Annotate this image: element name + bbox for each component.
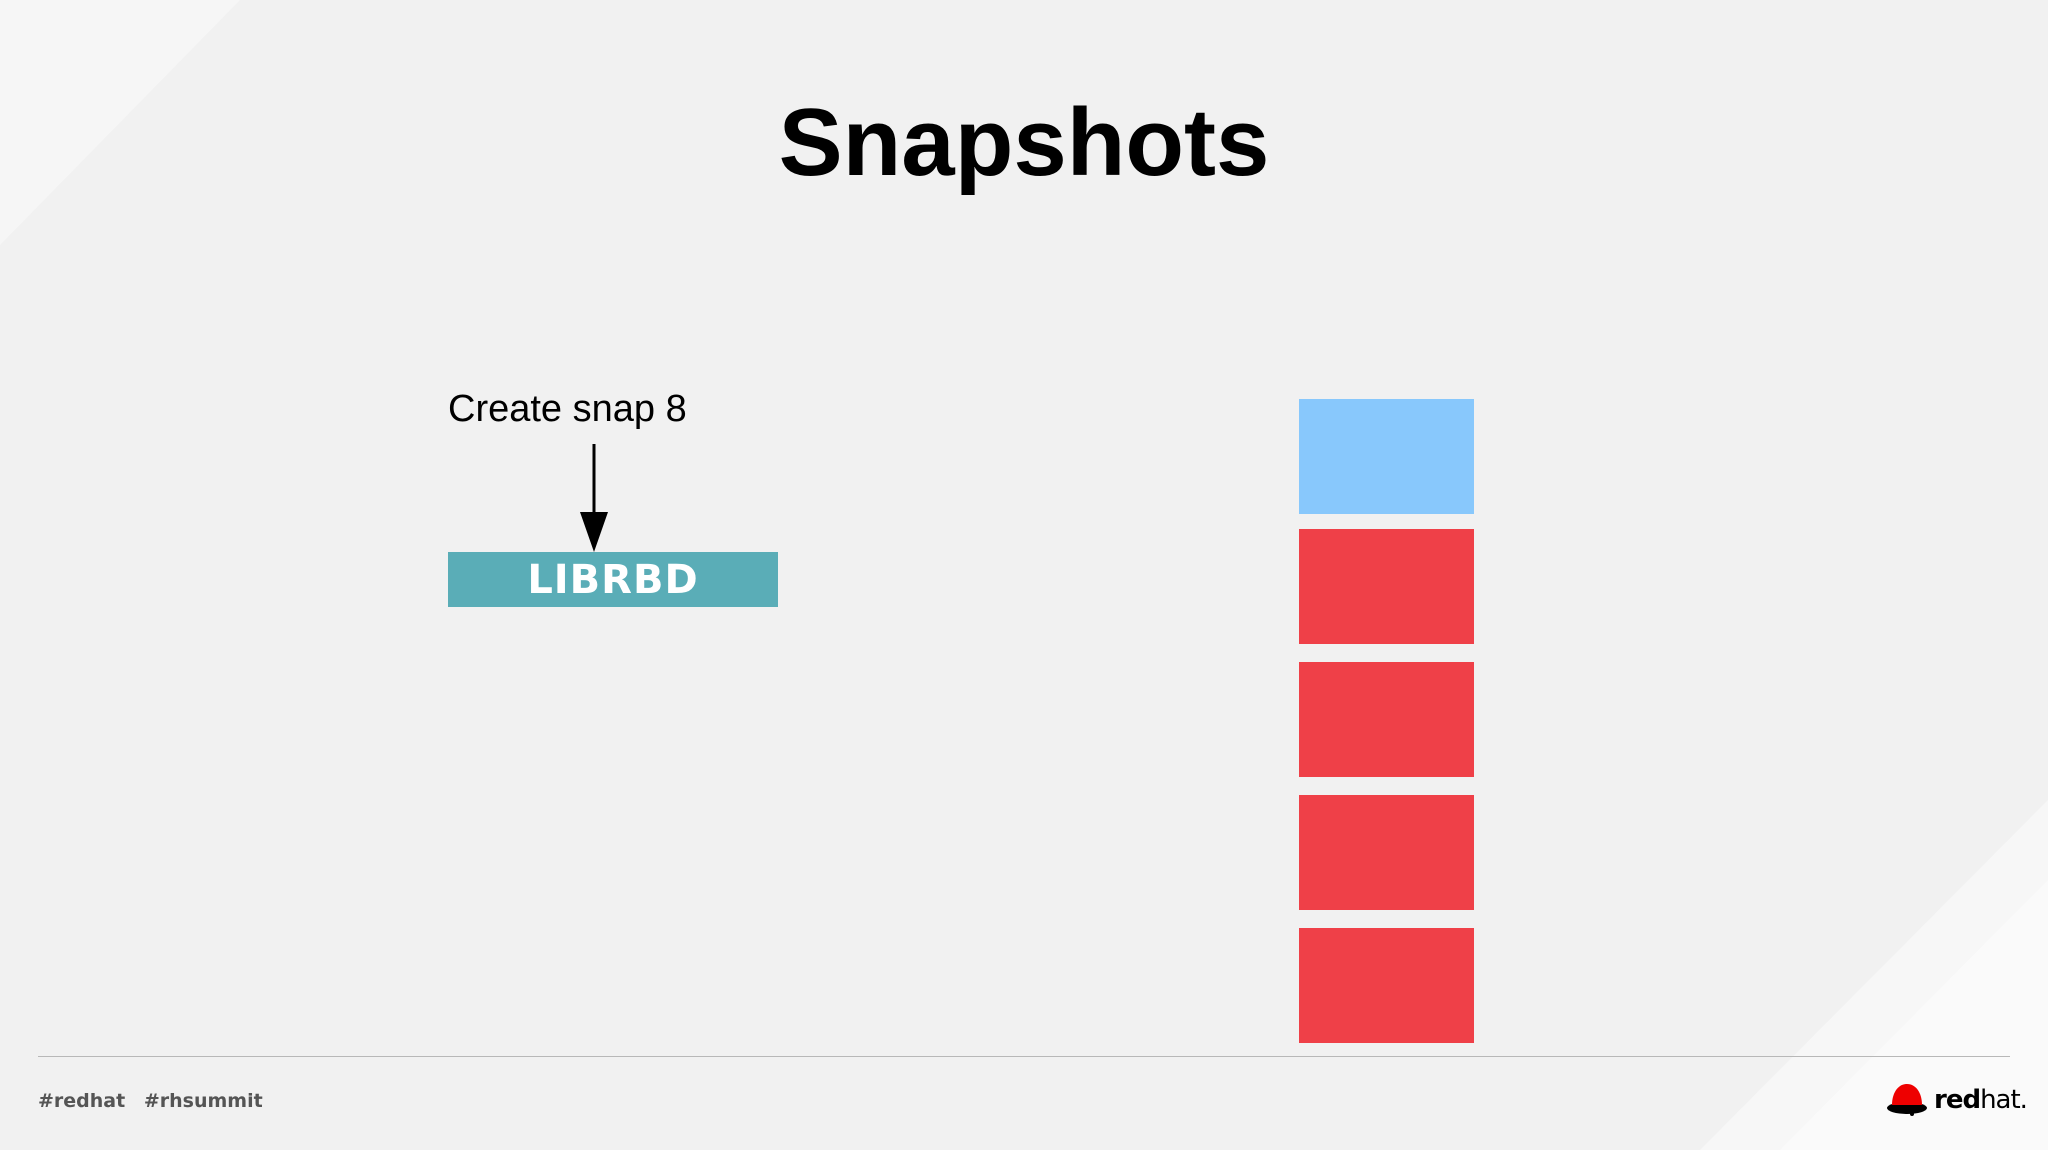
hashtag-redhat: #redhat bbox=[38, 1090, 126, 1112]
librbd-label: LIBRBD bbox=[527, 556, 699, 603]
down-arrow-icon bbox=[580, 444, 608, 552]
librbd-box: LIBRBD bbox=[448, 552, 778, 607]
object-block bbox=[1299, 529, 1474, 644]
hashtag-rhsummit: #rhsummit bbox=[143, 1090, 263, 1112]
object-block-new bbox=[1299, 399, 1474, 514]
redhat-logo: redhat. bbox=[1886, 1080, 2028, 1120]
redhat-shadowman-icon bbox=[1887, 1084, 1927, 1116]
object-block bbox=[1299, 928, 1474, 1043]
footer-hashtags: #redhat #rhsummit bbox=[38, 1090, 263, 1112]
footer-divider bbox=[38, 1056, 2010, 1057]
create-snap-label: Create snap 8 bbox=[448, 388, 687, 430]
redhat-wordmark: redhat. bbox=[1934, 1085, 2028, 1115]
slide-title: Snapshots bbox=[778, 89, 1270, 196]
object-block bbox=[1299, 795, 1474, 910]
object-block bbox=[1299, 662, 1474, 777]
